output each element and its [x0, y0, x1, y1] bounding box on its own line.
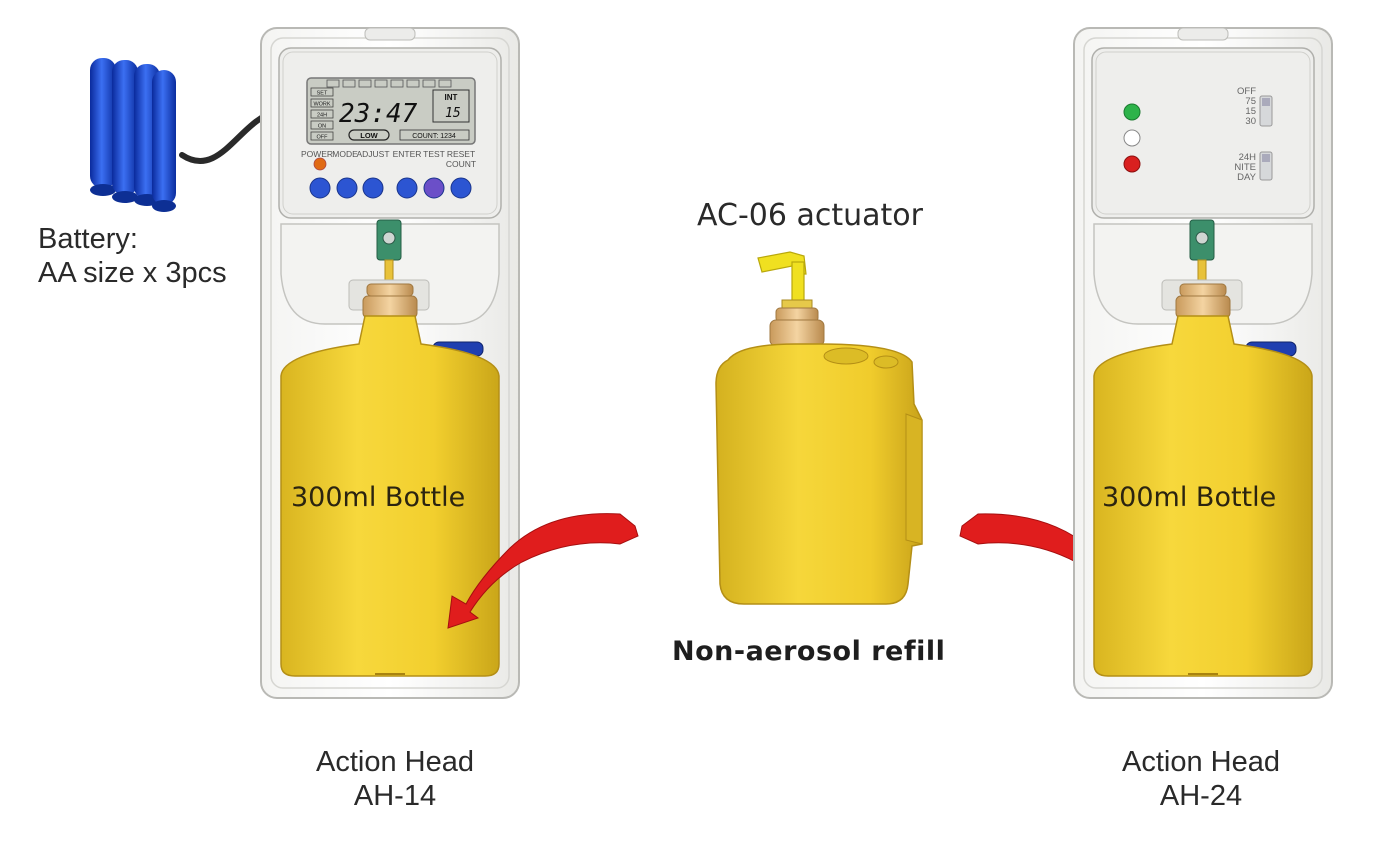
right-bottle-label: 300ml Bottle — [1102, 482, 1277, 513]
lcd-int-value: 15 — [445, 106, 461, 121]
refill-label: Non-aerosol refill — [672, 636, 946, 667]
battery-cell-2 — [112, 60, 138, 203]
green-led-icon — [1123, 103, 1141, 121]
button-label-power: POWER — [301, 149, 333, 159]
switch2-label-24h: 24H — [1239, 152, 1257, 163]
lcd-time: 23:47 — [339, 99, 418, 129]
battery-illustration — [90, 58, 282, 212]
lcd-label-work: WORK — [313, 102, 330, 108]
lcd-side-labels: SET WORK 24H ON OFF — [310, 87, 334, 141]
lcd-low: LOW — [360, 131, 378, 140]
right-caption: Action Head AH-24 — [1066, 745, 1336, 813]
enter-button — [396, 177, 418, 199]
dispenser-ah24: OFF 75 15 30 24H NITE DAY — [1073, 27, 1333, 699]
bottle-300ml — [280, 315, 500, 677]
reset-button — [450, 177, 472, 199]
lcd-top-tabs — [326, 79, 452, 88]
left-red-arrow — [447, 513, 639, 629]
button-label-test: TEST — [423, 149, 445, 159]
battery-label-line1: Battery: — [38, 223, 138, 255]
button-label-enter: ENTER — [393, 149, 422, 159]
switch1-label-75: 75 — [1245, 96, 1256, 107]
left-bottle-label: 300ml Bottle — [291, 482, 466, 513]
right-caption-line2: AH-24 — [1159, 780, 1243, 812]
lcd-label-on: ON — [318, 124, 326, 130]
adjust-button — [362, 177, 384, 199]
button-label-count: COUNT — [446, 159, 476, 169]
bottle-300ml — [1093, 315, 1313, 677]
battery-cell-4 — [152, 70, 176, 212]
power-button — [309, 177, 331, 199]
white-led-icon — [1123, 129, 1141, 147]
switch1-label-15: 15 — [1245, 106, 1256, 117]
battery-label: Battery: AA size x 3pcs — [38, 222, 227, 290]
lcd-int-label: INT — [445, 93, 458, 102]
actuator-label: AC-06 actuator — [697, 198, 923, 233]
switch2-label-nite: NITE — [1234, 162, 1256, 173]
left-caption-line2: AH-14 — [353, 780, 437, 812]
battery-cell-1 — [90, 58, 116, 196]
lcd-count: COUNT: 1234 — [412, 133, 456, 140]
right-caption-line1: Action Head — [1122, 746, 1280, 778]
power-led-icon — [313, 157, 327, 171]
mode-button — [336, 177, 358, 199]
button-label-reset: RESET — [447, 149, 475, 159]
lcd-label-off: OFF — [317, 135, 329, 141]
lcd-label-24h: 24H — [317, 113, 327, 119]
left-caption-line1: Action Head — [316, 746, 474, 778]
switch1-label-30: 30 — [1245, 116, 1256, 127]
button-label-mode: MODE — [332, 149, 358, 159]
left-caption: Action Head AH-14 — [260, 745, 530, 813]
switch2-label-day: DAY — [1237, 172, 1256, 183]
dispenser-ah14: SET WORK 24H ON OFF 23:47 INT 15 LOW COU… — [260, 27, 520, 699]
switch1-label-off: OFF — [1237, 86, 1256, 97]
refill-body — [715, 343, 923, 605]
lcd-label-set: SET — [317, 91, 328, 97]
refill-illustration — [715, 251, 923, 605]
test-button — [423, 177, 445, 199]
ac06-actuator — [757, 251, 813, 311]
red-led-icon — [1123, 155, 1141, 173]
button-label-adjust: ADJUST — [356, 149, 389, 159]
panel-buttons — [309, 177, 472, 199]
battery-label-line2: AA size x 3pcs — [38, 257, 227, 289]
